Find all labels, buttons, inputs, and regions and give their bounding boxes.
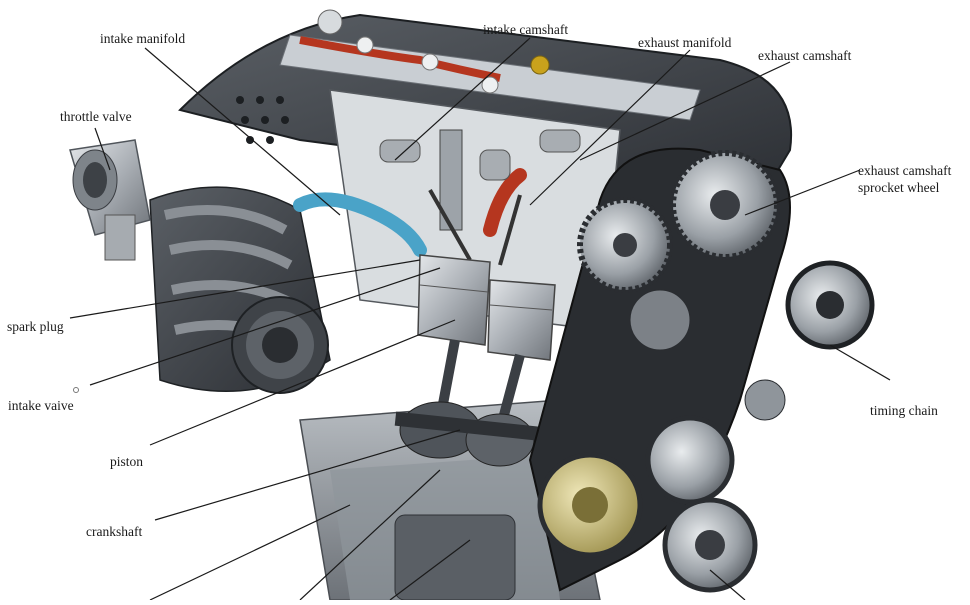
intake-manifold-runners [149, 186, 331, 394]
leader-lines [69, 37, 891, 601]
intake-valve-marker [73, 387, 79, 393]
cylinder-head-cutaway [293, 89, 621, 331]
label-crankshaft: crankshaft [86, 524, 143, 539]
label-intake-manifold: intake manifold [100, 31, 186, 46]
label-exhaust-camshaft-sprocket: exhaust camshaft sprocket wheel [858, 162, 970, 196]
label-exhaust-manifold: exhaust manifold [638, 35, 732, 50]
label-timing-chain: timing chain [870, 403, 938, 418]
timing-belt-assembly [528, 147, 875, 593]
label-piston: piston [110, 454, 144, 469]
throttle-body [69, 139, 151, 261]
label-exhaust-camshaft-sprocket-line2: sprocket wheel [858, 180, 940, 195]
label-exhaust-camshaft: exhaust camshaft [758, 48, 852, 63]
label-exhaust-camshaft-sprocket-line1: exhaust camshaft [858, 163, 952, 178]
label-spark-plug: spark plug [7, 319, 64, 334]
label-throttle-valve: throttle valve [60, 109, 132, 124]
label-intake-valve: intake vaive [8, 398, 74, 413]
crankshaft-parts [394, 401, 556, 467]
label-intake-camshaft: intake camshaft [483, 22, 569, 37]
valve-cover [178, 9, 793, 202]
